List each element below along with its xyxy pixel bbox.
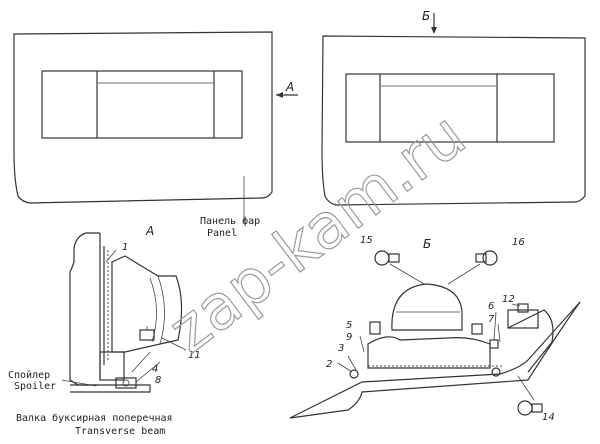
callout-2: 2 (326, 359, 332, 370)
panel-label-en: Panel (207, 228, 237, 239)
view-arrow-a (276, 92, 298, 98)
callout-15: 15 (360, 235, 373, 246)
bulb-15-icon (374, 250, 425, 285)
detail-a-title: А (145, 224, 154, 238)
bulb-16-icon (447, 250, 498, 285)
detail-b-section (289, 283, 581, 419)
panel-label-ru: Панель фар (200, 215, 260, 227)
callout-11: 11 (188, 350, 201, 361)
spoiler-label-ru: Спойлер (8, 369, 50, 381)
callout-3: 3 (338, 343, 344, 354)
view-arrow-b (431, 13, 437, 34)
callout-4: 4 (152, 364, 158, 375)
callout-6: 6 (488, 301, 494, 312)
beam-label-ru: Валка буксирная поперечная (16, 412, 173, 424)
callout-14: 14 (542, 412, 555, 423)
callout-8: 8 (155, 375, 161, 386)
callout-1: 1 (122, 242, 128, 253)
callout-5: 5 (346, 320, 352, 331)
headlight-panel-right (321, 35, 586, 206)
callout-12: 12 (502, 294, 515, 305)
callout-7: 7 (488, 314, 495, 325)
callout-16: 16 (512, 237, 525, 248)
detail-a-leaders (61, 249, 187, 387)
beam-label-en: Transverse beam (75, 426, 165, 437)
view-arrow-a-label: А (285, 80, 294, 94)
detail-b-title: Б (423, 237, 431, 251)
callout-9: 9 (346, 332, 352, 343)
detail-b-leaders (337, 303, 521, 373)
view-arrow-b-label: Б (422, 9, 430, 23)
spoiler-label-en: Spoiler (14, 381, 56, 392)
headlight-panel-left (13, 31, 273, 204)
bulb-14-icon (517, 375, 543, 416)
detail-a-section (69, 232, 183, 393)
